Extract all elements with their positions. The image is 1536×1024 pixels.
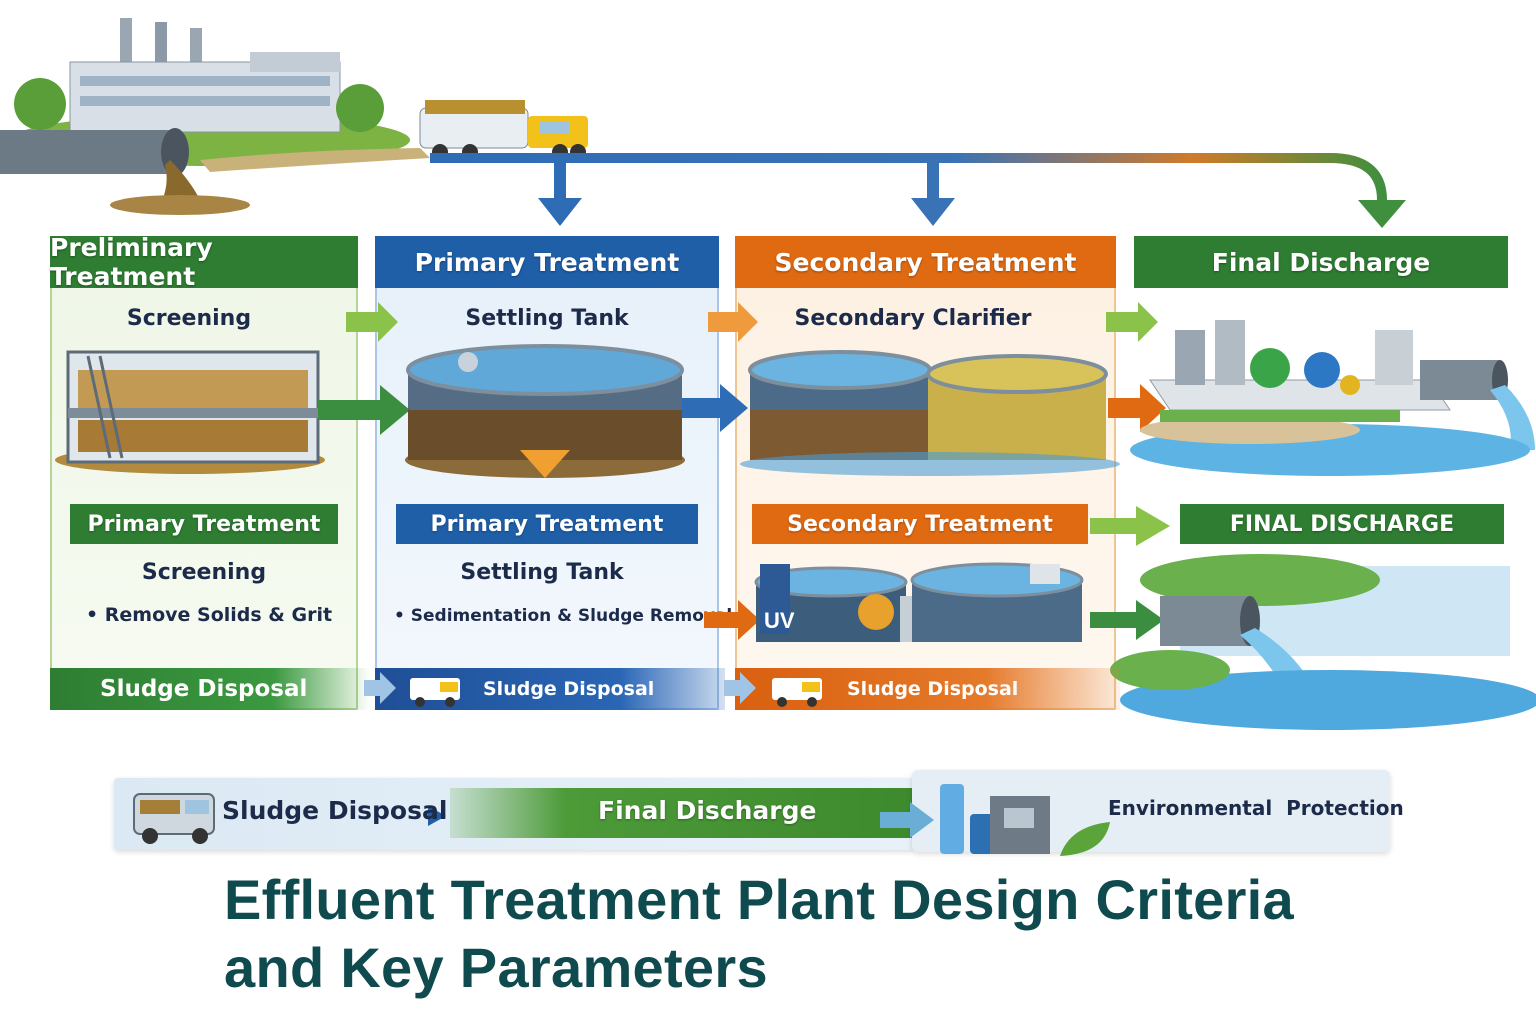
sludge-disposal-1-label: Sludge Disposal <box>100 676 308 702</box>
header-secondary-treatment: Secondary Treatment <box>735 236 1116 288</box>
right-arrow-icon <box>1090 600 1164 640</box>
settling-tank-icon <box>405 344 685 478</box>
right-arrow-icon <box>708 302 758 342</box>
header-final-discharge: Final Discharge <box>1134 236 1508 288</box>
inlet-pipe-icon <box>0 128 250 215</box>
page-title-line-1: Effluent Treatment Plant Design Criteria <box>224 868 1294 931</box>
header-primary-treatment: Primary Treatment <box>375 236 719 288</box>
bottom-bar-discharge-band <box>450 788 914 838</box>
lab-flask-icon <box>940 784 1050 854</box>
unit-screening: Screening <box>126 306 252 331</box>
factory-icon <box>69 18 341 133</box>
right-arrow-icon <box>704 600 760 640</box>
play-arrow-icon <box>428 806 446 826</box>
bullet-sedimentation: • Sedimentation & Sludge Removal <box>394 606 733 626</box>
right-arrow-icon <box>1090 506 1170 546</box>
down-arrow-icon <box>1358 200 1406 228</box>
environmental-protection-label: Environmental Protection <box>1108 796 1404 820</box>
uv-label: UV <box>764 608 795 633</box>
right-arrow-icon <box>724 672 756 704</box>
uv-tank-icon: UV <box>754 562 1084 642</box>
right-arrow-icon <box>364 672 396 704</box>
right-arrow-icon <box>346 302 398 342</box>
truck-icon <box>410 678 460 707</box>
detail-header-secondary: Secondary Treatment <box>752 504 1088 544</box>
flow-line <box>430 153 1387 201</box>
right-arrow-icon <box>880 802 934 838</box>
truck-icon <box>772 678 822 707</box>
top-scene <box>0 18 1406 228</box>
page-title: Effluent Treatment Plant Design Criteria… <box>224 866 1294 1002</box>
sludge-truck-icon <box>133 793 215 844</box>
sludge-disposal-3-label: Sludge Disposal <box>847 678 1019 700</box>
detail-header-final-discharge: FINAL DISCHARGE <box>1180 504 1504 544</box>
bottom-sludge-disposal-label: Sludge Disposal <box>222 796 448 825</box>
bottom-final-discharge-label: Final Discharge <box>598 796 817 825</box>
detail-illustrations: UV <box>704 506 1536 730</box>
sludge-truck-icon <box>419 100 588 160</box>
detail-header-primary-2: Primary Treatment <box>396 504 698 544</box>
unit-settling-tank: Settling Tank <box>465 306 629 331</box>
detail-unit-screening: Screening <box>141 560 267 585</box>
leaf-icon <box>1060 822 1110 856</box>
sludge-disposal-1: Sludge Disposal <box>50 668 370 710</box>
down-arrow-icon <box>538 160 582 226</box>
lab-equipment-icon <box>1149 320 1451 411</box>
down-arrow-icon <box>911 160 955 226</box>
process-illustrations <box>55 302 1535 478</box>
secondary-clarifier-icon <box>740 350 1120 476</box>
page-title-line-2: and Key Parameters <box>224 936 768 999</box>
river-discharge-icon <box>1110 554 1536 730</box>
unit-secondary-clarifier: Secondary Clarifier <box>794 306 1032 331</box>
screening-unit-icon <box>55 350 325 474</box>
right-arrow-icon <box>318 385 410 435</box>
detail-unit-settling-tank: Settling Tank <box>460 560 624 585</box>
right-arrow-icon <box>1108 384 1166 432</box>
detail-header-primary-1: Primary Treatment <box>70 504 338 544</box>
sludge-disposal-2-label: Sludge Disposal <box>483 678 655 700</box>
sludge-row-icons <box>364 672 822 707</box>
bullet-remove-solids: • Remove Solids & Grit <box>86 604 333 626</box>
right-arrow-icon <box>1106 302 1158 342</box>
outfall-pipe-icon <box>1420 360 1535 450</box>
right-arrow-icon <box>682 384 748 432</box>
header-preliminary-treatment: Preliminary Treatment <box>50 233 358 291</box>
bottom-bar-icons <box>133 784 1110 856</box>
